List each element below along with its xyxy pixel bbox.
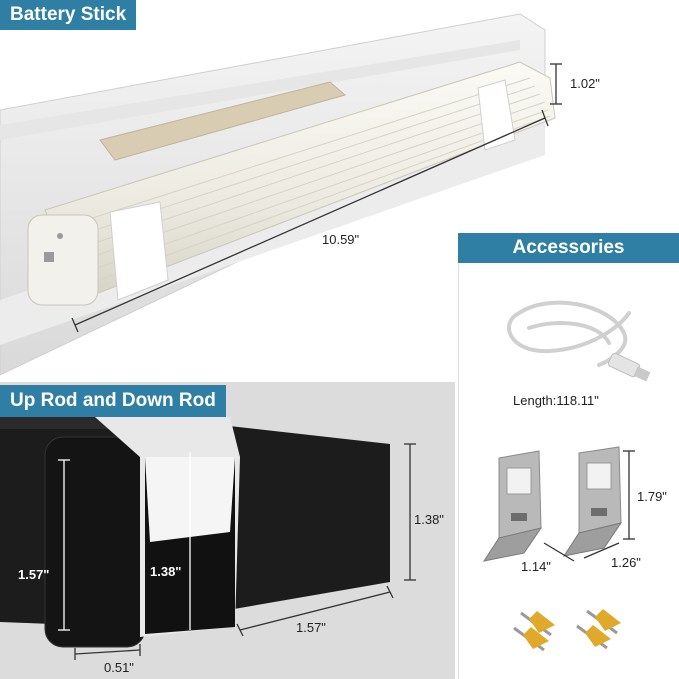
rods-panel: 1.57" 1.38" 1.38" 1.57" 0.51" xyxy=(0,382,455,679)
battery-stick-banner: Battery Stick xyxy=(0,0,137,30)
height-dimension-line xyxy=(550,63,562,105)
battery-stick-illustration xyxy=(0,13,562,376)
usb-cable-icon xyxy=(507,300,631,367)
bracket-depth-dimension-line xyxy=(583,542,620,559)
battery-height-label: 1.02" xyxy=(570,76,600,91)
screw-anchor-icon xyxy=(513,609,621,652)
bracket-width-dimension-line xyxy=(543,542,575,562)
rail-width-dimension-line xyxy=(236,585,394,637)
inner-height-label: 1.38" xyxy=(150,564,182,579)
bracket-depth-label: 1.26" xyxy=(611,555,641,570)
mounting-bracket-icon xyxy=(562,446,623,557)
battery-length-label: 10.59" xyxy=(322,232,360,247)
accessories-panel: Length:118.11" 1.79" 1.14" 1.26" xyxy=(458,233,679,679)
section-depth-dimension-line xyxy=(74,644,141,660)
rail-width-label: 1.57" xyxy=(296,620,326,635)
rods-banner: Up Rod and Down Rod xyxy=(0,385,226,417)
rods-illustration xyxy=(0,417,416,660)
accessories-illustration xyxy=(482,300,651,652)
bracket-height-label: 1.79" xyxy=(637,489,667,504)
section-depth-label: 0.51" xyxy=(104,660,134,675)
rail-height-label: 1.38" xyxy=(414,512,444,527)
length-dimension-line xyxy=(71,109,549,333)
rail-height-dimension-line xyxy=(404,443,416,581)
section-height-label: 1.57" xyxy=(18,567,50,582)
battery-stick-panel: 1.02" 10.59" xyxy=(0,13,600,376)
mounting-bracket-icon xyxy=(482,450,543,562)
accessories-banner: Accessories xyxy=(458,233,679,263)
cable-length-label: Length:118.11" xyxy=(513,393,599,408)
bracket-width-label: 1.14" xyxy=(521,559,551,574)
bracket-height-dimension-line xyxy=(623,450,635,540)
section-height-dimension-line xyxy=(58,459,70,631)
